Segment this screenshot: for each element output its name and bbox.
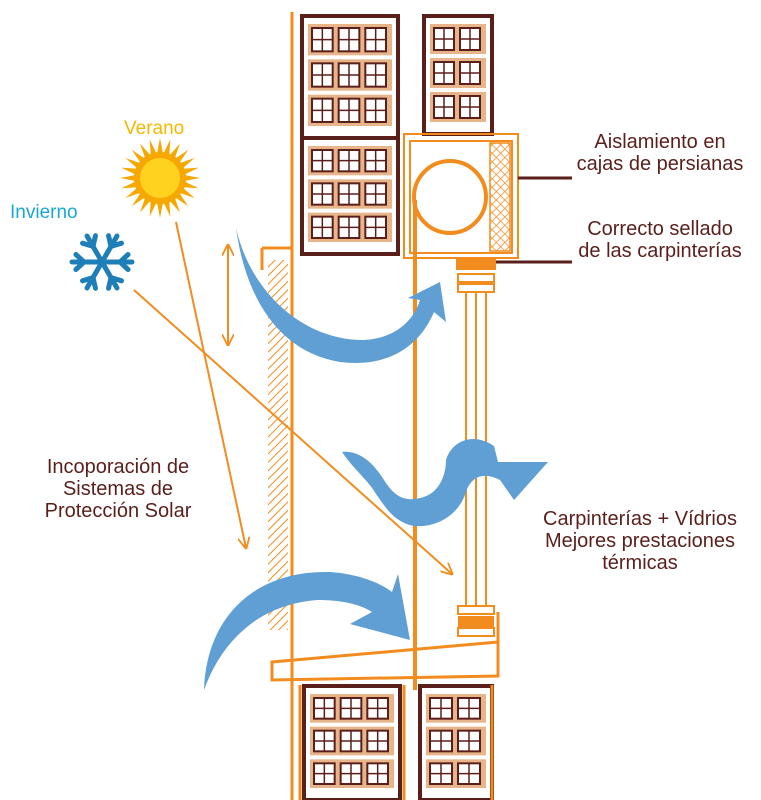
summer-sun-ray <box>175 221 246 548</box>
snowflake-arm <box>84 259 105 291</box>
sun-ray <box>156 138 164 155</box>
snowflake-branch <box>117 259 131 272</box>
upper-right-window-block <box>422 14 494 136</box>
snowflake-branch <box>79 275 96 284</box>
lower-right-window-block <box>418 684 494 800</box>
sun-ray <box>120 174 137 182</box>
sun-ray <box>182 181 199 189</box>
summer-label: Verano <box>124 118 185 139</box>
snowflake-branch <box>106 275 114 291</box>
snowflake-branch <box>108 240 125 249</box>
lower-left-window-block <box>302 684 402 800</box>
label-line: cajas de persianas <box>576 153 744 175</box>
snowflake-arm <box>99 259 120 291</box>
sun-ray <box>156 201 164 218</box>
snowflake-arm <box>99 233 120 265</box>
sun-ray <box>183 174 200 182</box>
label-line: térmicas <box>602 552 678 574</box>
frame-sill-1 <box>457 605 495 615</box>
solar-protection-hatch <box>268 260 288 630</box>
snowflake-branch <box>90 233 98 249</box>
shutter-box-insulation-label: Aislamiento en cajas de persianas <box>560 131 760 175</box>
airflow-arrow-bottom <box>204 571 410 690</box>
carpentry-glazing-label: Carpinterías + Vídrios Mejores prestacio… <box>530 508 750 574</box>
frame-sealing-label: Correcto sellado de las carpinterías <box>560 218 760 262</box>
winter-sun-ray <box>133 289 452 574</box>
label-line: de las carpinterías <box>578 240 742 262</box>
sun-ray <box>121 181 138 189</box>
shutter-box-inner <box>409 140 513 254</box>
frame-seal-top <box>456 258 496 270</box>
frame-sill-2 <box>458 616 494 628</box>
label-line: Mejores prestaciones <box>544 530 736 552</box>
sun-ray <box>149 139 157 156</box>
snowflake-branch <box>73 252 87 265</box>
frame-head-2 <box>457 283 495 293</box>
winter-label: Invierno <box>10 202 78 223</box>
airflow-arrow-middle <box>342 438 548 527</box>
sun-ray <box>182 167 199 175</box>
sun-ray <box>121 167 138 175</box>
airflow-arrow-top <box>236 228 446 363</box>
solar-protection-label: Incoporación de Sistemas de Protección S… <box>28 456 208 522</box>
frame-head-1 <box>457 273 495 283</box>
frame-sill-3 <box>457 627 495 637</box>
sun-ray <box>163 200 171 217</box>
snowflake-icon <box>69 233 135 291</box>
label-line: Aislamiento en <box>594 131 726 153</box>
sun-ray <box>149 200 157 217</box>
floor-slab <box>270 640 500 682</box>
upper-left-window-block <box>300 14 400 256</box>
sun-icon <box>120 138 200 218</box>
label-line: Sistemas de <box>62 478 174 500</box>
label-line: Correcto sellado <box>587 218 733 240</box>
label-line: Carpinterías + Vídrios <box>543 508 737 530</box>
label-line: Protección Solar <box>44 500 192 522</box>
shutter-box-insulation <box>489 142 511 252</box>
label-line: Incoporación de <box>46 456 190 478</box>
shutter-roll <box>412 159 488 235</box>
sun-ray <box>163 139 171 156</box>
snowflake-arm <box>84 233 105 265</box>
